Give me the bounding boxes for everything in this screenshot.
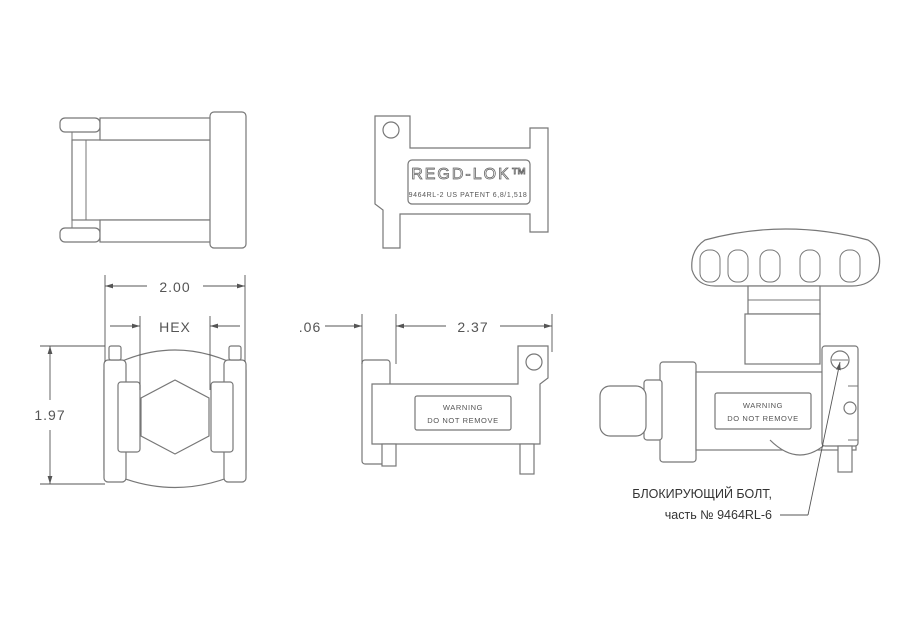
assembly-warning-line2: DO NOT REMOVE (727, 414, 798, 423)
callout-line2: часть № 9464RL-6 (665, 508, 772, 522)
brand-logo-text: REGD-LOK™ (411, 166, 529, 183)
dimension-width: 2.00 (104, 275, 246, 362)
lock-plate-top-view: REGD-LOK™ 9464RL-2 US PATENT 6,8/1,518 (374, 115, 549, 249)
warning-label-line2: DO NOT REMOVE (427, 416, 498, 425)
callout-line1: БЛОКИРУЮЩИЙ БОЛТ, (632, 486, 772, 501)
locking-bolt-callout: БЛОКИРУЮЩИЙ БОЛТ, часть № 9464RL-6 (632, 361, 841, 522)
top-view-clamp (59, 111, 247, 249)
lock-plate-side-view: WARNING DO NOT REMOVE (361, 345, 549, 475)
dimension-length: 2.37 (396, 314, 553, 352)
assembly-warning-line1: WARNING (743, 401, 783, 410)
dimension-width-label: 2.00 (159, 279, 190, 295)
valve-assembly: WARNING DO NOT REMOVE (599, 228, 881, 473)
dimension-offset-label: .06 (299, 319, 321, 335)
dimension-offset: .06 (299, 314, 397, 364)
dimension-hex-label: HEX (159, 319, 191, 335)
hex-nut-outline (140, 379, 210, 455)
dimension-hex: HEX (110, 316, 240, 390)
front-view-clamp (103, 345, 247, 488)
dimension-height: 1.97 (34, 345, 105, 485)
warning-label-line1: WARNING (443, 403, 483, 412)
dimension-length-label: 2.37 (457, 319, 488, 335)
part-number-line: 9464RL-2 US PATENT 6,8/1,518 (409, 192, 528, 199)
dimension-height-label: 1.97 (34, 407, 65, 423)
